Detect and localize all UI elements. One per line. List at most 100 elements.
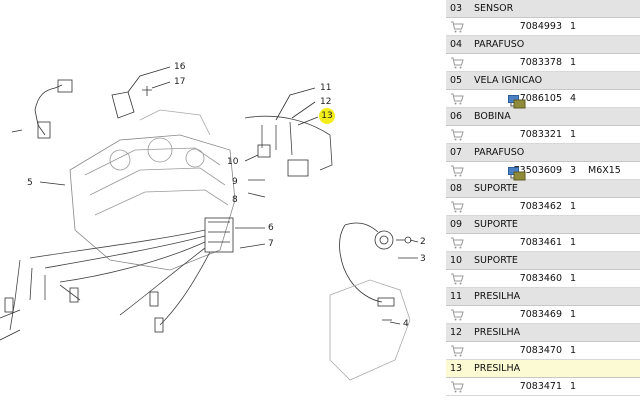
part-code: 7083469 (519, 309, 562, 320)
part-header-row[interactable]: 11 PRESILHA (446, 288, 640, 306)
part-position: 05 (450, 75, 463, 86)
part-item[interactable]: 05 VELA IGNICAO 7086105 4 (446, 72, 640, 109)
part-header-row[interactable]: 12 PRESILHA (446, 324, 640, 342)
part-note: M6X15 (588, 165, 621, 176)
shopping-cart-icon[interactable] (446, 378, 476, 396)
part-detail-row[interactable]: 73503609 3 M6X15 (446, 162, 640, 181)
part-quantity: 1 (570, 237, 577, 248)
callout-13-highlighted[interactable]: 13 (319, 108, 335, 124)
part-name: PARAFUSO (474, 39, 525, 50)
part-quantity: 1 (570, 273, 577, 284)
part-position: 12 (450, 327, 463, 338)
callout-6[interactable]: 6 (268, 223, 274, 233)
part-quantity: 1 (570, 201, 577, 212)
parts-diagram[interactable]: 5 6 7 8 9 10 11 12 13 2 3 4 16 17 (0, 0, 442, 400)
shopping-cart-icon[interactable] (446, 18, 476, 36)
part-quantity: 1 (570, 21, 577, 32)
part-position: 09 (450, 219, 463, 230)
part-header-row[interactable]: 04 PARAFUSO (446, 36, 640, 54)
callout-10[interactable]: 10 (227, 157, 239, 167)
callout-11[interactable]: 11 (320, 83, 332, 93)
callout-3[interactable]: 3 (420, 254, 426, 264)
part-detail-row[interactable]: 7083321 1 (446, 126, 640, 144)
part-name: SENSOR (474, 3, 514, 14)
part-code: 7083321 (519, 129, 562, 140)
callout-16[interactable]: 16 (174, 62, 186, 72)
callout-4[interactable]: 4 (403, 319, 409, 329)
part-code: 7083460 (519, 273, 562, 284)
part-position: 04 (450, 39, 463, 50)
part-detail-row[interactable]: 7086105 4 (446, 90, 640, 109)
part-code: 7083461 (519, 237, 562, 248)
callout-2[interactable]: 2 (420, 237, 426, 247)
part-position: 07 (450, 147, 463, 158)
shopping-cart-icon[interactable] (446, 54, 476, 72)
callout-8[interactable]: 8 (232, 195, 238, 205)
part-name: VELA IGNICAO (474, 75, 543, 86)
shopping-cart-icon[interactable] (446, 270, 476, 288)
part-detail-row[interactable]: 7083471 1 (446, 378, 640, 396)
part-detail-row[interactable]: 7084993 1 (446, 18, 640, 36)
part-position: 08 (450, 183, 463, 194)
variant-folder-icon[interactable] (508, 95, 526, 109)
part-name: PRESILHA (474, 363, 521, 374)
shopping-cart-icon[interactable] (446, 342, 476, 360)
variant-folder-icon[interactable] (508, 167, 526, 181)
shopping-cart-icon[interactable] (446, 306, 476, 324)
part-name: PRESILHA (474, 327, 521, 338)
callout-12[interactable]: 12 (320, 97, 332, 107)
part-position: 11 (450, 291, 463, 302)
part-quantity: 1 (570, 57, 577, 68)
part-item[interactable]: 06 BOBINA 7083321 1 (446, 108, 640, 144)
part-code: 7083462 (519, 201, 562, 212)
part-code: 73503609 (476, 165, 566, 181)
part-code: 7083471 (519, 381, 562, 392)
shopping-cart-icon[interactable] (446, 162, 476, 180)
part-code: 7086105 (476, 93, 566, 109)
part-position: 10 (450, 255, 463, 266)
part-code: 7084993 (519, 21, 562, 32)
part-header-row[interactable]: 05 VELA IGNICAO (446, 72, 640, 90)
part-detail-row[interactable]: 7083461 1 (446, 234, 640, 252)
callout-5[interactable]: 5 (27, 178, 33, 188)
callout-17[interactable]: 17 (174, 77, 186, 87)
callout-9[interactable]: 9 (232, 177, 238, 187)
part-detail-row[interactable]: 7083460 1 (446, 270, 640, 288)
part-name: PRESILHA (474, 291, 521, 302)
shopping-cart-icon[interactable] (446, 90, 476, 108)
part-quantity: 4 (570, 93, 577, 104)
part-quantity: 3 (570, 165, 577, 176)
shopping-cart-icon[interactable] (446, 234, 476, 252)
part-header-row[interactable]: 06 BOBINA (446, 108, 640, 126)
part-position: 06 (450, 111, 463, 122)
part-code: 7083470 (519, 345, 562, 356)
engine-ignition-drawing (0, 66, 419, 381)
part-name: BOBINA (474, 111, 511, 122)
shopping-cart-icon[interactable] (446, 198, 476, 216)
part-detail-row[interactable]: 7083462 1 (446, 198, 640, 216)
shopping-cart-icon[interactable] (446, 126, 476, 144)
part-quantity: 1 (570, 129, 577, 140)
part-quantity: 1 (570, 381, 577, 392)
callout-7[interactable]: 7 (268, 239, 274, 249)
